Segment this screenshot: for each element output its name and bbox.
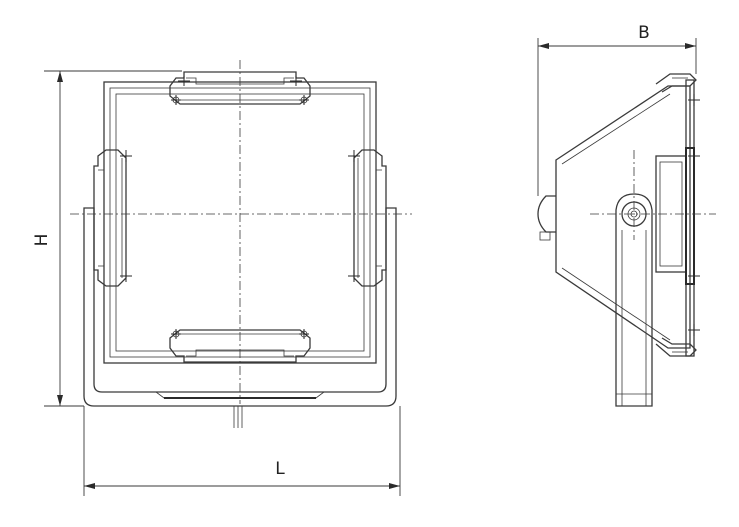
bracket-arm xyxy=(615,193,653,407)
left-clamp xyxy=(93,149,132,287)
front-view xyxy=(70,60,412,428)
height-label: H xyxy=(32,234,52,247)
depth-label: B xyxy=(638,23,650,43)
right-clamp xyxy=(348,149,387,287)
height-dimension xyxy=(44,70,182,407)
side-view xyxy=(537,73,716,407)
top-clip xyxy=(655,73,697,93)
depth-dimension xyxy=(537,38,697,196)
length-dimension xyxy=(83,406,401,496)
lamp-socket xyxy=(537,195,556,233)
u-bracket xyxy=(83,207,397,428)
bottom-clip xyxy=(655,337,697,357)
length-label: L xyxy=(275,459,285,479)
